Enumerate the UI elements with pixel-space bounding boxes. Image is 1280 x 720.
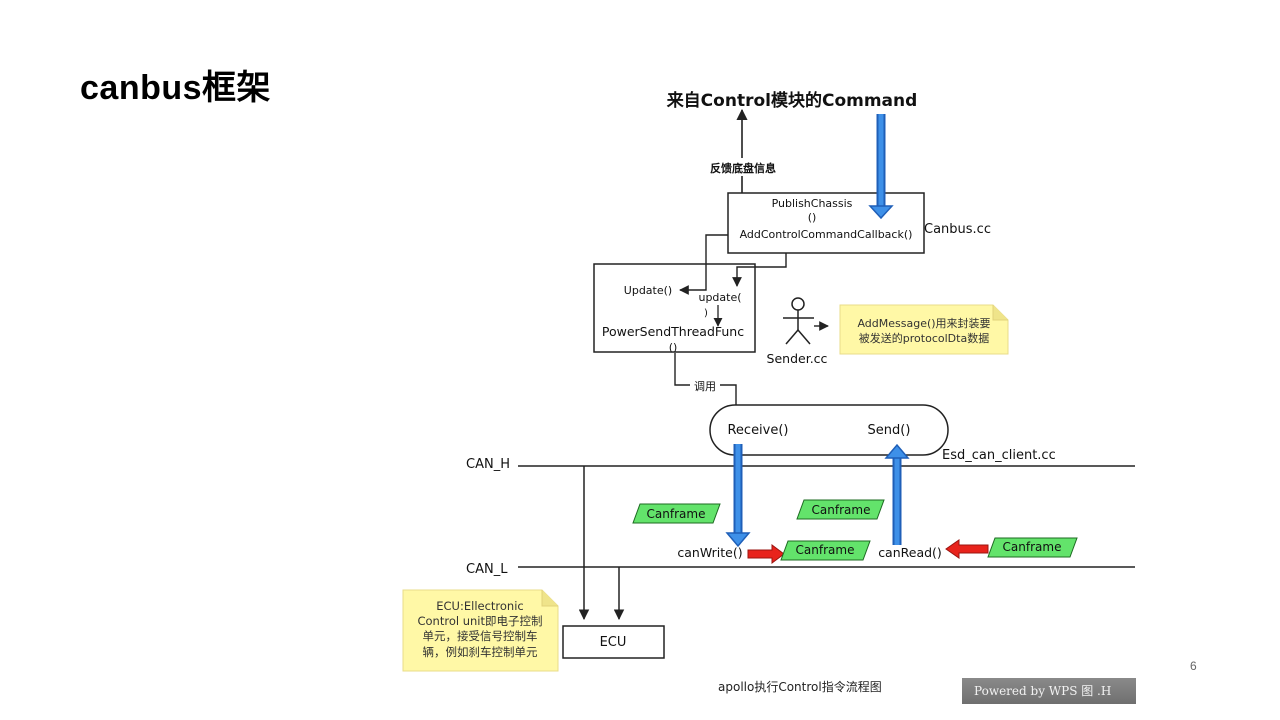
can-write-label: canWrite() <box>677 545 742 560</box>
call-label-bg <box>690 378 720 393</box>
thread-update-lower: update( <box>698 291 741 304</box>
bus-high-label: CAN_H <box>466 457 510 472</box>
connector-canbus-to-update-lower <box>732 253 787 287</box>
ecu-note-line4: 辆，例如刹车控制单元 <box>423 645 538 659</box>
canframe-1-label: Canframe <box>647 507 706 521</box>
bus-low-label: CAN_L <box>466 562 508 577</box>
canframe-2-label: Canframe <box>812 503 871 517</box>
ecu-note-fold <box>541 590 558 607</box>
feedback-label: 反馈底盘信息 <box>710 161 776 175</box>
canframe-4 <box>987 537 1078 558</box>
canbus-box <box>727 192 925 254</box>
read-blue-arrow-head <box>884 443 910 459</box>
sender-actor-icon <box>783 297 814 345</box>
client-box <box>709 404 949 456</box>
ecu-note-line2: Control unit即电子控制 <box>417 614 542 628</box>
sender-note-line2: 被发送的protocolDta数据 <box>859 331 989 345</box>
read-red-arrow <box>945 539 989 559</box>
thread-update-upper: Update() <box>624 284 672 297</box>
canframe-4-label: Canframe <box>1003 540 1062 554</box>
thread-func-paren: () <box>669 341 678 354</box>
client-file-label: Esd_can_client.cc <box>942 448 1056 463</box>
canframe-3-label: Canframe <box>796 543 855 557</box>
call-label: 调用 <box>694 380 716 393</box>
sender-file-label: Sender.cc <box>767 351 828 366</box>
canbus-box-line3: AddControlCommandCallback() <box>740 228 913 241</box>
write-red-arrow <box>747 544 785 564</box>
powered-by-badge: Powered by WPS 图 .H <box>962 678 1136 704</box>
thread-box <box>593 263 756 353</box>
canbus-box-line2: () <box>808 211 817 224</box>
diagram-caption: apollo执行Control指令流程图 <box>718 680 882 694</box>
command-blue-arrow-head <box>868 205 894 220</box>
client-send: Send() <box>868 423 911 438</box>
slide-title: canbus框架 <box>80 69 272 107</box>
can-read-label: canRead() <box>878 545 942 560</box>
connector-canbus-to-update <box>679 234 728 295</box>
canframe-3 <box>780 540 871 561</box>
ecu-note-line3: 单元，接受信号控制车 <box>423 629 538 643</box>
ecu-box-label: ECU <box>600 635 627 650</box>
ecu-note-line1: ECU:Ellectronic <box>436 599 523 613</box>
command-source-title: 来自Control模块的Command <box>666 90 918 111</box>
ecu-box <box>562 625 665 659</box>
canframe-1 <box>632 503 721 524</box>
sender-note-line1: AddMessage()用来封装要 <box>857 316 990 330</box>
canbus-file-label: Canbus.cc <box>924 222 991 237</box>
feedback-label-bg <box>705 158 781 176</box>
ecu-note <box>402 589 559 672</box>
canframe-2 <box>796 499 885 520</box>
thread-paren: ) <box>704 308 708 319</box>
client-receive: Receive() <box>727 423 788 438</box>
canbus-box-line1: PublishChassis <box>772 197 853 210</box>
sender-note-fold <box>992 305 1008 321</box>
sender-note <box>839 304 1009 355</box>
write-blue-arrow-head <box>725 532 751 548</box>
thread-func: PowerSendThreadFunc <box>602 324 744 339</box>
page-number: 6 <box>1190 659 1197 673</box>
